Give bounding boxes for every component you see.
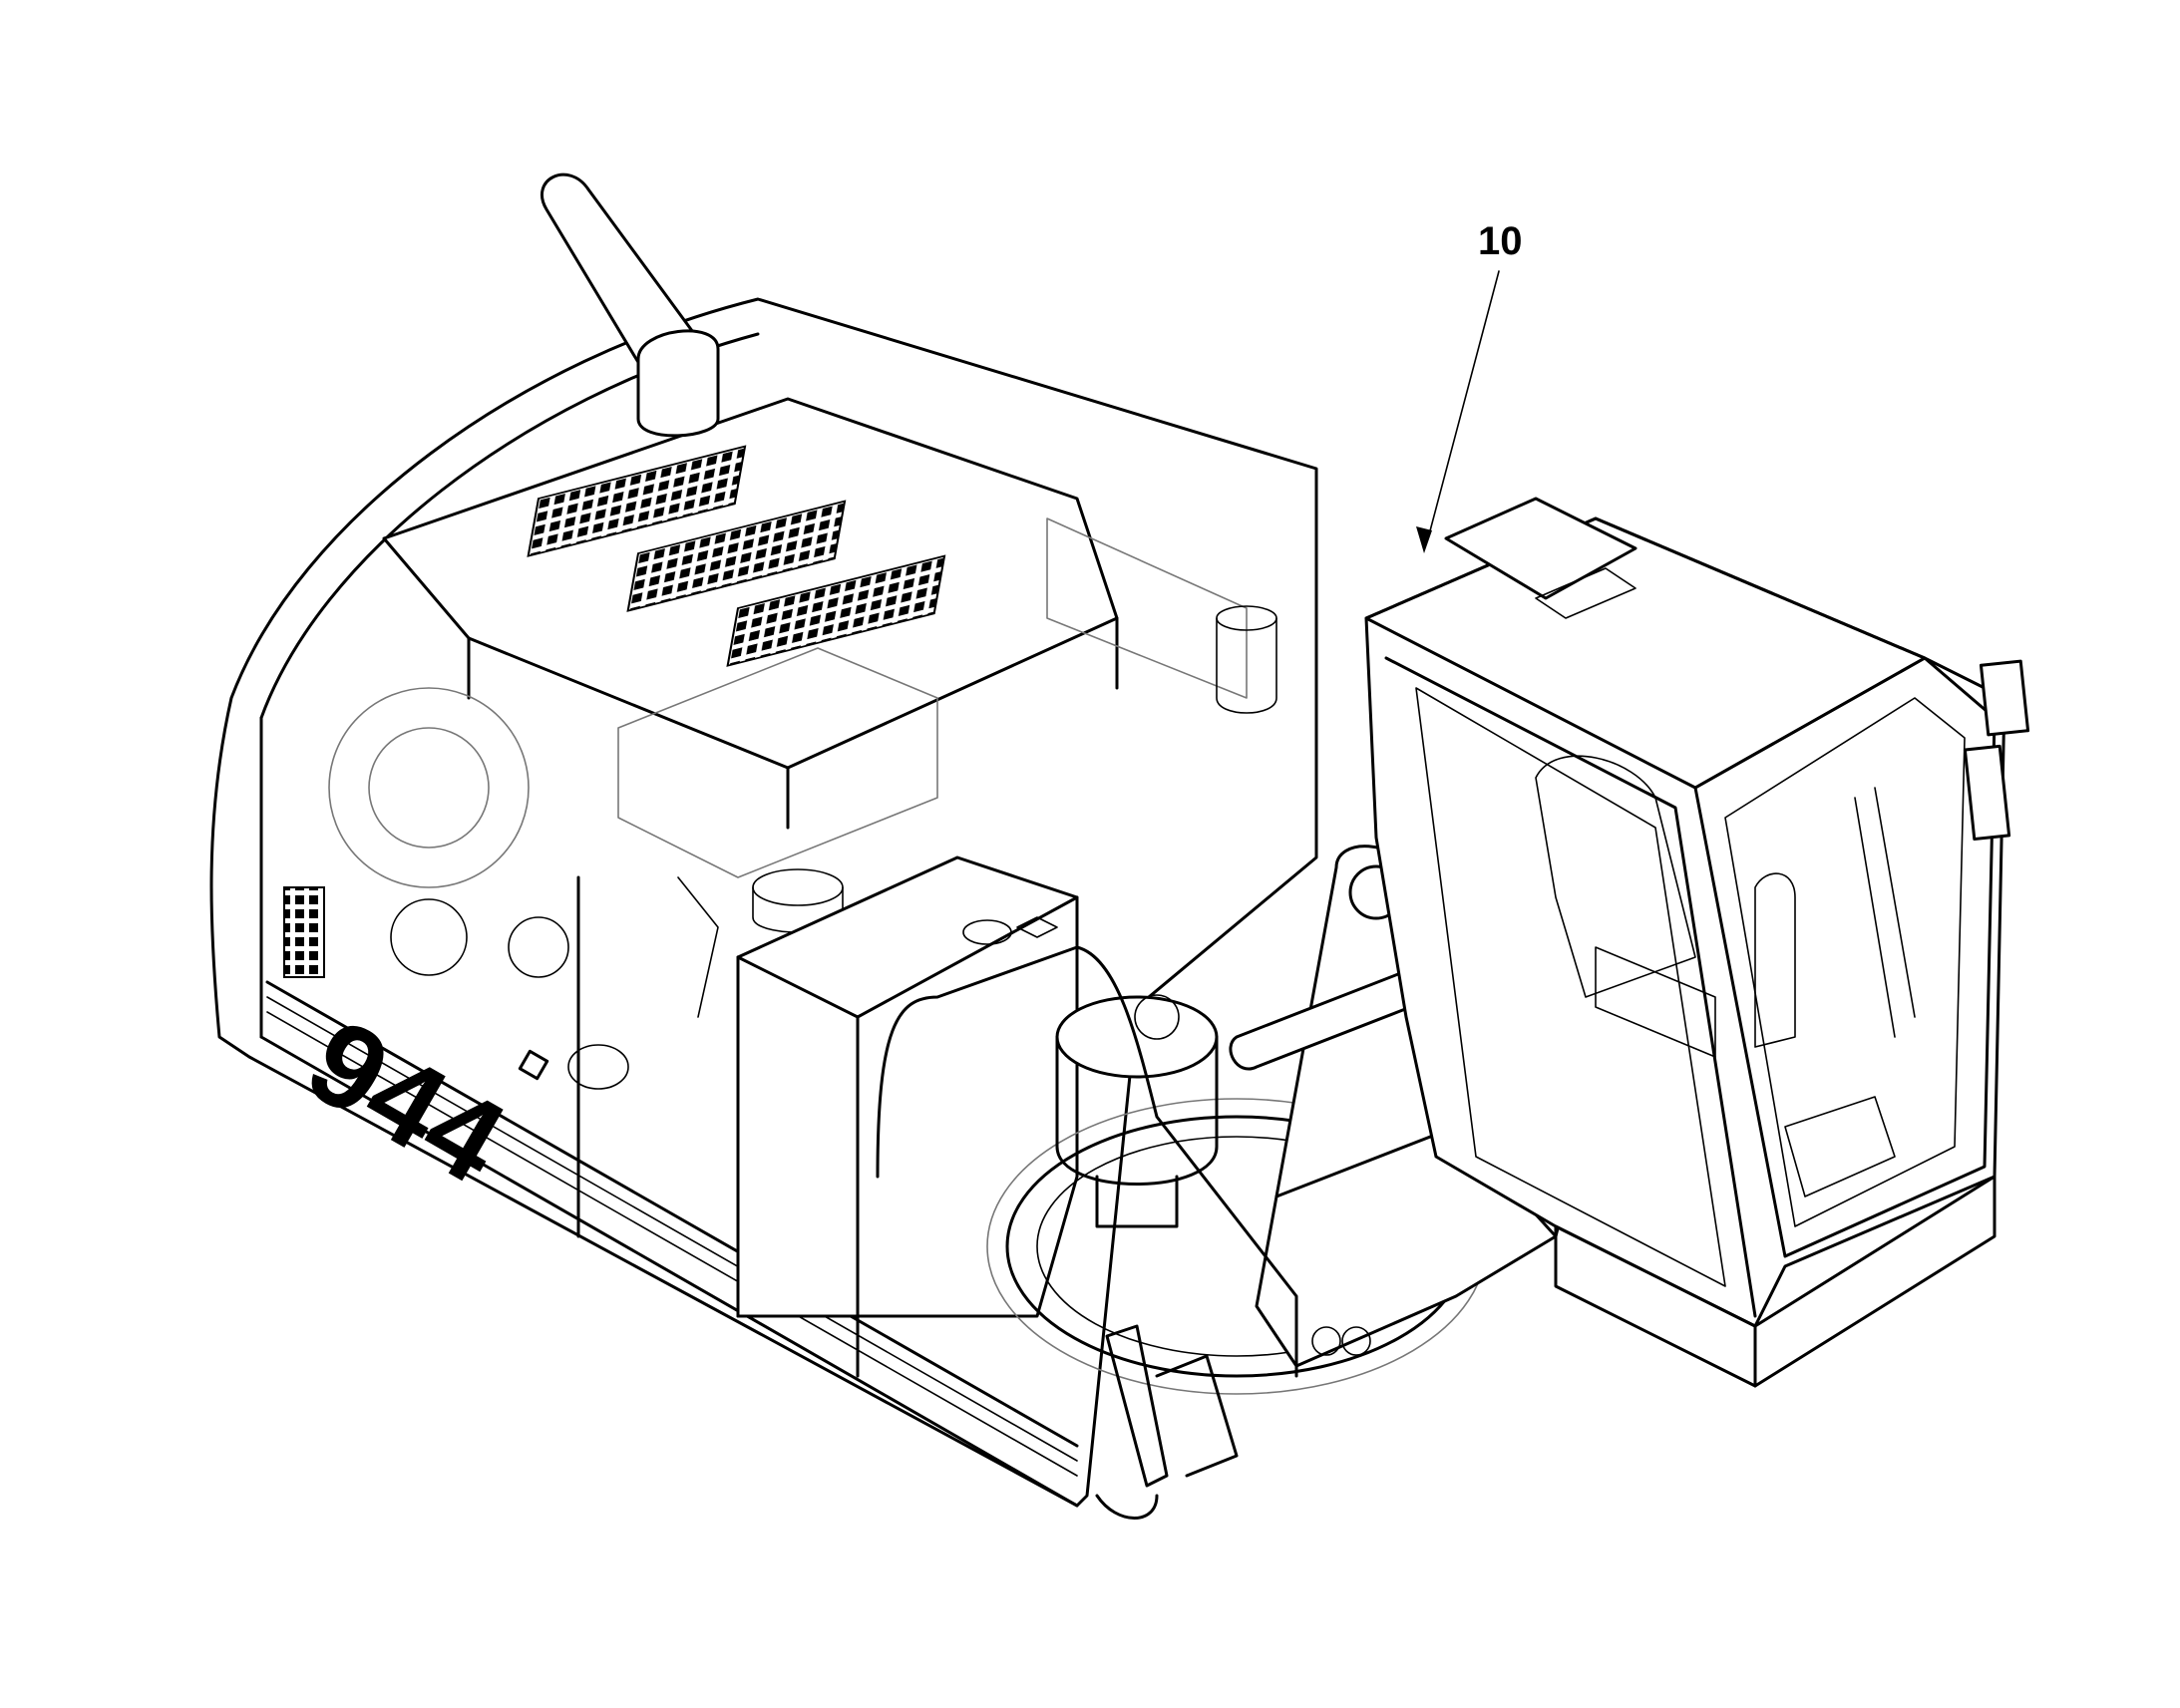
callout-leader-line xyxy=(1427,270,1500,539)
callout-number: 10 xyxy=(1478,219,1523,263)
engine-hood xyxy=(382,397,1119,830)
exhaust-pipe xyxy=(540,172,720,438)
hood-grille-left xyxy=(527,445,747,557)
callout-arrowhead xyxy=(1416,526,1432,553)
operator-cab xyxy=(1364,497,2030,1388)
hydraulic-tank xyxy=(736,855,1079,1378)
front-handrail xyxy=(876,945,1298,1520)
side-grille xyxy=(283,886,325,978)
hood-grille-middle xyxy=(626,500,847,612)
hood-grille-right xyxy=(726,554,946,667)
callout-10: 10 xyxy=(1416,219,1523,553)
